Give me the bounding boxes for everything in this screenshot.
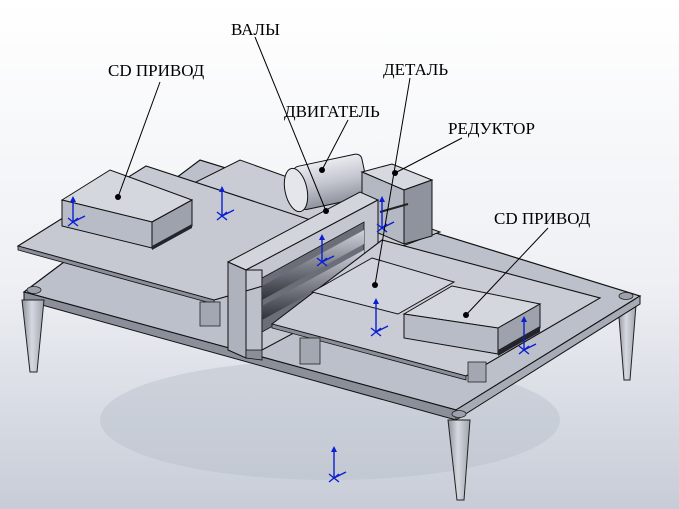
leader-motor [321, 119, 349, 171]
leader-reducer [394, 137, 463, 174]
table-leg-front-left [21, 299, 45, 373]
axis-marker-5 [370, 302, 389, 337]
axis-marker-1 [67, 200, 86, 227]
leader-lines [117, 36, 549, 316]
leader-part [374, 77, 411, 286]
label-reducer: РЕДУКТОР [448, 119, 535, 138]
table-leg-front-right [447, 419, 471, 501]
shafts-frame [226, 191, 380, 361]
workpiece-plate [310, 257, 456, 315]
motor [283, 153, 370, 213]
label-shafts: ВАЛЫ [231, 20, 280, 39]
label-motor: ДВИГАТЕЛЬ [284, 102, 380, 121]
axis-marker-3 [316, 238, 335, 267]
cd-drive-right [402, 285, 542, 356]
leader-shafts [254, 36, 327, 212]
reducer [360, 163, 434, 245]
label-cd-drive-left: CD ПРИВОД [108, 61, 205, 80]
label-cd-drive-right: CD ПРИВОД [494, 209, 591, 228]
leader-cd-drive-right [465, 227, 549, 316]
axis-marker-7 [328, 450, 347, 483]
axis-marker-6 [518, 320, 537, 355]
label-part: ДЕТАЛЬ [383, 60, 448, 79]
leader-dots [115, 167, 469, 318]
axis-arrowheads [70, 186, 527, 452]
axis-marker-2 [216, 190, 235, 221]
leader-cd-drive-left [117, 81, 161, 198]
coordinate-markers [67, 190, 537, 483]
cd-drive-left [60, 169, 194, 250]
